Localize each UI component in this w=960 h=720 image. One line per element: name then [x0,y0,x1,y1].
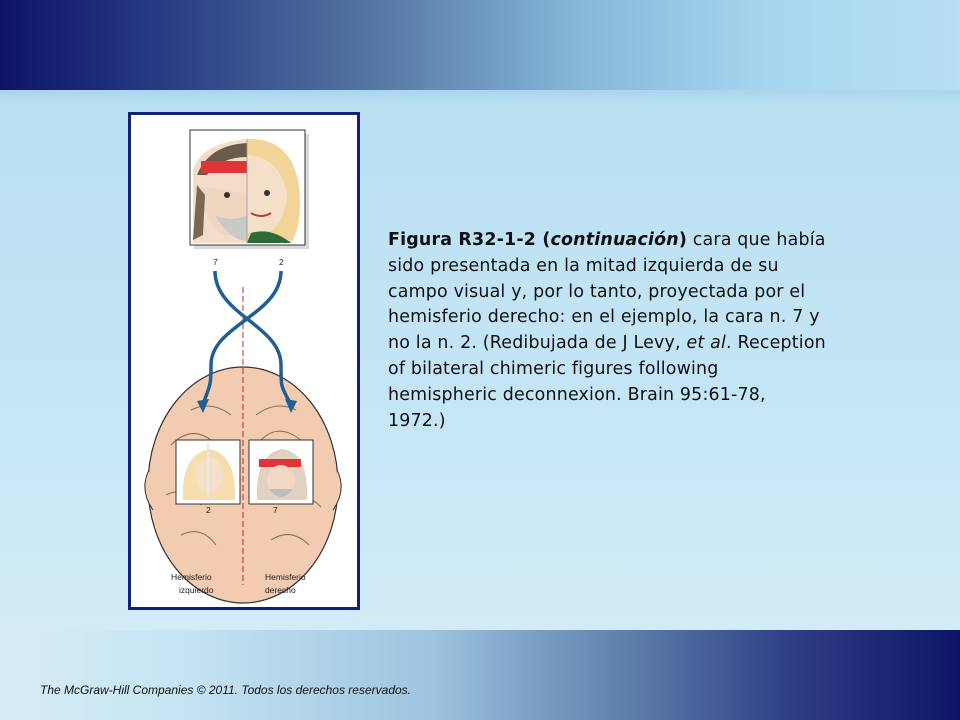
caption-bold-suffix: ) [678,230,688,250]
pathway-right-to-left [201,270,283,406]
small-number-right: 7 [273,505,278,515]
caption-bold-prefix: Figura R32-1-2 ( [388,230,551,250]
left-hemisphere-label-line1: Hemisferio [171,572,212,582]
right-hemisphere-face [248,439,314,505]
number-seven-label: 7 [213,257,218,267]
small-number-left: 2 [206,505,211,515]
right-hemisphere-label-line1: Hemisferio [265,572,306,582]
caption-bold-italic: continuación [550,230,679,250]
chimeric-figure: 7 2 2 7 Hemi [128,112,360,610]
caption-text-2: . Reception of bilateral chimeric figure… [388,333,826,431]
copyright-footer: The McGraw-Hill Companies © 2011. Todos … [40,683,412,697]
number-two-label: 2 [279,257,284,267]
arrow-head-right [285,399,297,413]
left-hemisphere-face [175,439,241,505]
left-hemisphere-label-line2: izquierdo [179,585,214,595]
arrow-head-left [197,399,209,413]
figure-caption: Figura R32-1-2 (continuación) cara que h… [388,228,828,434]
figure-illustration: 7 2 2 7 Hemi [144,129,342,604]
caption-text-1: cara que había sido presentada en la mit… [388,230,826,354]
header-band [0,0,960,104]
right-hemisphere-label-line2: derecho [265,585,296,595]
pathway-left-to-right [213,270,293,406]
chimeric-face-card [189,129,309,249]
footer-band [0,630,960,720]
caption-italic-et-al: et al [686,333,727,354]
